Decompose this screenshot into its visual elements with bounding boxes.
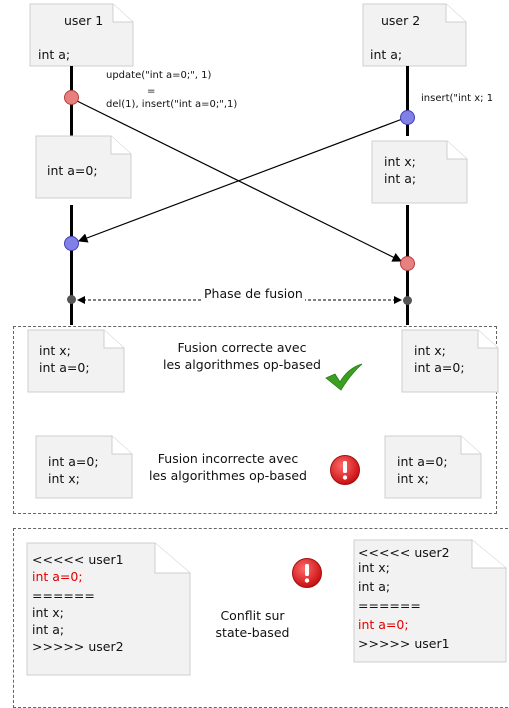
- correct-right-document: int x; int a=0;: [401, 329, 499, 393]
- document-shape: [362, 3, 467, 67]
- correct-left-document: int x; int a=0;: [27, 329, 125, 393]
- user2-code: int a;: [370, 47, 403, 62]
- document-shape: [35, 435, 133, 499]
- fusion-results-box: [13, 326, 497, 514]
- user1-intermediate-code: int a=0;: [47, 163, 98, 178]
- user1-document: user 1 int a;: [29, 3, 134, 67]
- conflict-left-document: <<<<< user1 int a=0; ====== int x; int a…: [26, 542, 191, 676]
- document-shape: [35, 135, 132, 199]
- op2-arrow: [77, 117, 406, 243]
- phase-label: Phase de fusion: [202, 285, 305, 302]
- conflict-left-line4: int x;: [32, 605, 64, 620]
- user1-name: user 1: [64, 13, 104, 28]
- correct-left-line2: int a=0;: [39, 360, 90, 375]
- op1-receive-dot: [400, 256, 415, 271]
- checkmark-icon: [325, 363, 363, 391]
- op1-label-line2: del(1), insert("int a=0;",1): [106, 99, 238, 110]
- user2-document: user 2 int a;: [362, 3, 467, 67]
- correct-left-line1: int x;: [39, 343, 71, 358]
- correct-caption-line1: Fusion correcte avec: [177, 340, 307, 355]
- correct-right-line2: int a=0;: [414, 360, 465, 375]
- conflict-left-line3: ======: [32, 588, 95, 603]
- user2-name: user 2: [381, 13, 421, 28]
- incorrect-caption-line1: Fusion incorrecte avec: [157, 451, 299, 466]
- user1-timeline-bottom: [70, 205, 73, 325]
- conflict-right-document: <<<<< user2 int x; int a; ====== int a=0…: [353, 539, 507, 663]
- conflict-left-line2: int a=0;: [32, 569, 83, 584]
- document-shape: [371, 140, 468, 204]
- op2-receive-dot: [64, 236, 79, 251]
- document-shape: [401, 329, 499, 393]
- conflict-left-line1: <<<<< user1: [32, 552, 124, 567]
- document-shape: [384, 435, 482, 499]
- incorrect-left-line2: int x;: [48, 471, 80, 486]
- conflict-caption-line2: state-based: [215, 625, 290, 640]
- merge-dot-user1: [67, 295, 76, 304]
- user2-intermediate-document: int x; int a;: [371, 140, 468, 204]
- conflict-right-line4: ======: [358, 598, 421, 613]
- user2-intermediate-line2: int a;: [384, 171, 417, 186]
- conflict-right-line2: int x;: [358, 560, 390, 575]
- user1-code: int a;: [38, 47, 71, 62]
- op1-label-line1: update("int a=0;", 1): [106, 70, 212, 81]
- document-shape: [353, 539, 507, 663]
- incorrect-right-document: int a=0; int x;: [384, 435, 482, 499]
- user2-intermediate-line1: int x;: [384, 154, 416, 169]
- document-shape: [29, 3, 134, 67]
- correct-caption-line2: les algorithmes op-based: [163, 357, 321, 372]
- incorrect-right-line1: int a=0;: [397, 454, 448, 469]
- conflict-right-line1: <<<<< user2: [358, 545, 450, 560]
- user2-timeline-top: [406, 66, 409, 136]
- conflict-left-line6: >>>>> user2: [32, 639, 124, 654]
- correct-right-line1: int x;: [414, 343, 446, 358]
- conflict-caption-line1: Conflit sur: [220, 608, 285, 623]
- warning-icon: [330, 455, 360, 485]
- conflict-right-line5: int a=0;: [358, 617, 409, 632]
- conflict-right-line6: >>>>> user1: [358, 636, 450, 651]
- incorrect-left-line1: int a=0;: [48, 454, 99, 469]
- document-shape: [27, 329, 125, 393]
- user1-intermediate-document: int a=0;: [35, 135, 132, 199]
- op2-label: insert("int x; 1: [421, 93, 494, 104]
- incorrect-left-document: int a=0; int x;: [35, 435, 133, 499]
- conflict-left-line5: int a;: [32, 622, 65, 637]
- op1-label-eq: =: [147, 86, 156, 97]
- warning-icon: [292, 558, 322, 588]
- incorrect-caption-line2: les algorithmes op-based: [149, 468, 307, 483]
- conflict-right-line3: int a;: [358, 579, 391, 594]
- document-shape: [26, 542, 191, 676]
- op2-send-dot: [400, 110, 415, 125]
- incorrect-right-line2: int x;: [397, 471, 429, 486]
- merge-dot-user2: [403, 296, 412, 305]
- op1-send-dot: [64, 90, 79, 105]
